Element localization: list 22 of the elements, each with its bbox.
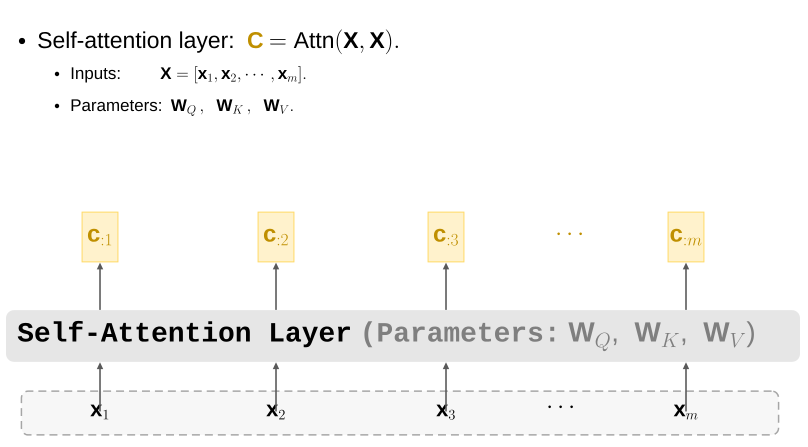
bullet-text: Inputs: bbox=[72, 67, 120, 82]
node-label: $\mathbf{W}_Q\text{,}\ \ \mathbf{W}_K\text{,}\ \ \mathbf{W}_V\text{)}$ bbox=[568, 321, 754, 352]
formula: $\mathbf{C}$ bbox=[248, 32, 263, 48]
input-label: $\mathbf{x}_1$ bbox=[90, 404, 108, 420]
output-box: $\mathbf{c}_{:m}$ bbox=[668, 212, 704, 262]
node-label: (Parameters: bbox=[364, 321, 554, 348]
output-box: $\mathbf{c}_{:3}$ bbox=[428, 212, 464, 262]
formula: $\mathbf{X} = [\mathbf{x}_1,\mathbf{x}_2,\cdots,\mathbf{x}_m].$ bbox=[160, 66, 306, 84]
ellipsis: $\cdots$ bbox=[557, 232, 582, 236]
dashed-box bbox=[20, 390, 780, 436]
formula: $= \mathrm{Attn}(\mathbf{X},\mathbf{X}).$ bbox=[270, 29, 398, 54]
output-box: $\mathbf{c}_{:1}$ bbox=[82, 212, 118, 262]
bullet-text: Parameters: bbox=[72, 99, 161, 112]
ellipsis: $\cdots$ bbox=[548, 405, 573, 408]
node-label: Self-Attention Layer bbox=[18, 320, 350, 348]
input-label: $\mathbf{x}_m$ bbox=[674, 404, 698, 420]
input-label: $\mathbf{x}_2$ bbox=[266, 404, 285, 420]
layer-box bbox=[6, 310, 800, 362]
bullet-text: Self-attention layer: bbox=[38, 31, 232, 53]
output-box: $\mathbf{c}_{:2}$ bbox=[258, 212, 294, 262]
formula: $\mathbf{W}_Q\,,\ \ \mathbf{W}_K\,,\ \ \mathbf{W}_V.$ bbox=[170, 99, 293, 116]
input-label: $\mathbf{x}_3$ bbox=[436, 404, 455, 420]
